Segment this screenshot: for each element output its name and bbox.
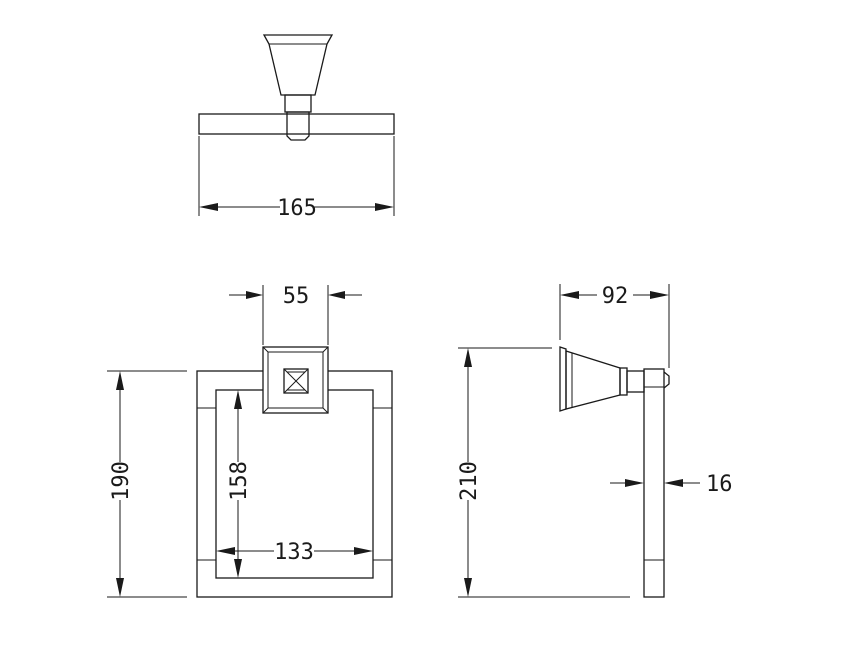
side-view-flange [559,346,567,412]
side-view-neck [619,367,628,396]
side-view-ring [643,368,665,598]
top-width-label: 165 [277,196,317,221]
side-view-body [565,350,621,410]
ring-thickness-label: 16 [706,472,733,497]
mount-width-label: 55 [283,284,310,309]
side-height-label: 210 [457,461,482,501]
inner-height-label: 158 [227,461,252,501]
front-view: 55 190 158 133 [107,284,393,598]
top-view: 165 [198,34,395,221]
ring-height-label: 190 [109,461,134,501]
top-view-neck [284,94,312,113]
side-depth-label: 92 [602,284,629,309]
top-view-connector [286,111,310,141]
front-view-mount-plate [262,346,329,414]
front-view-connector [283,368,309,394]
top-view-ring-bar [198,113,395,135]
inner-width-label: 133 [274,540,314,565]
side-view: 92 210 16 [457,284,733,598]
